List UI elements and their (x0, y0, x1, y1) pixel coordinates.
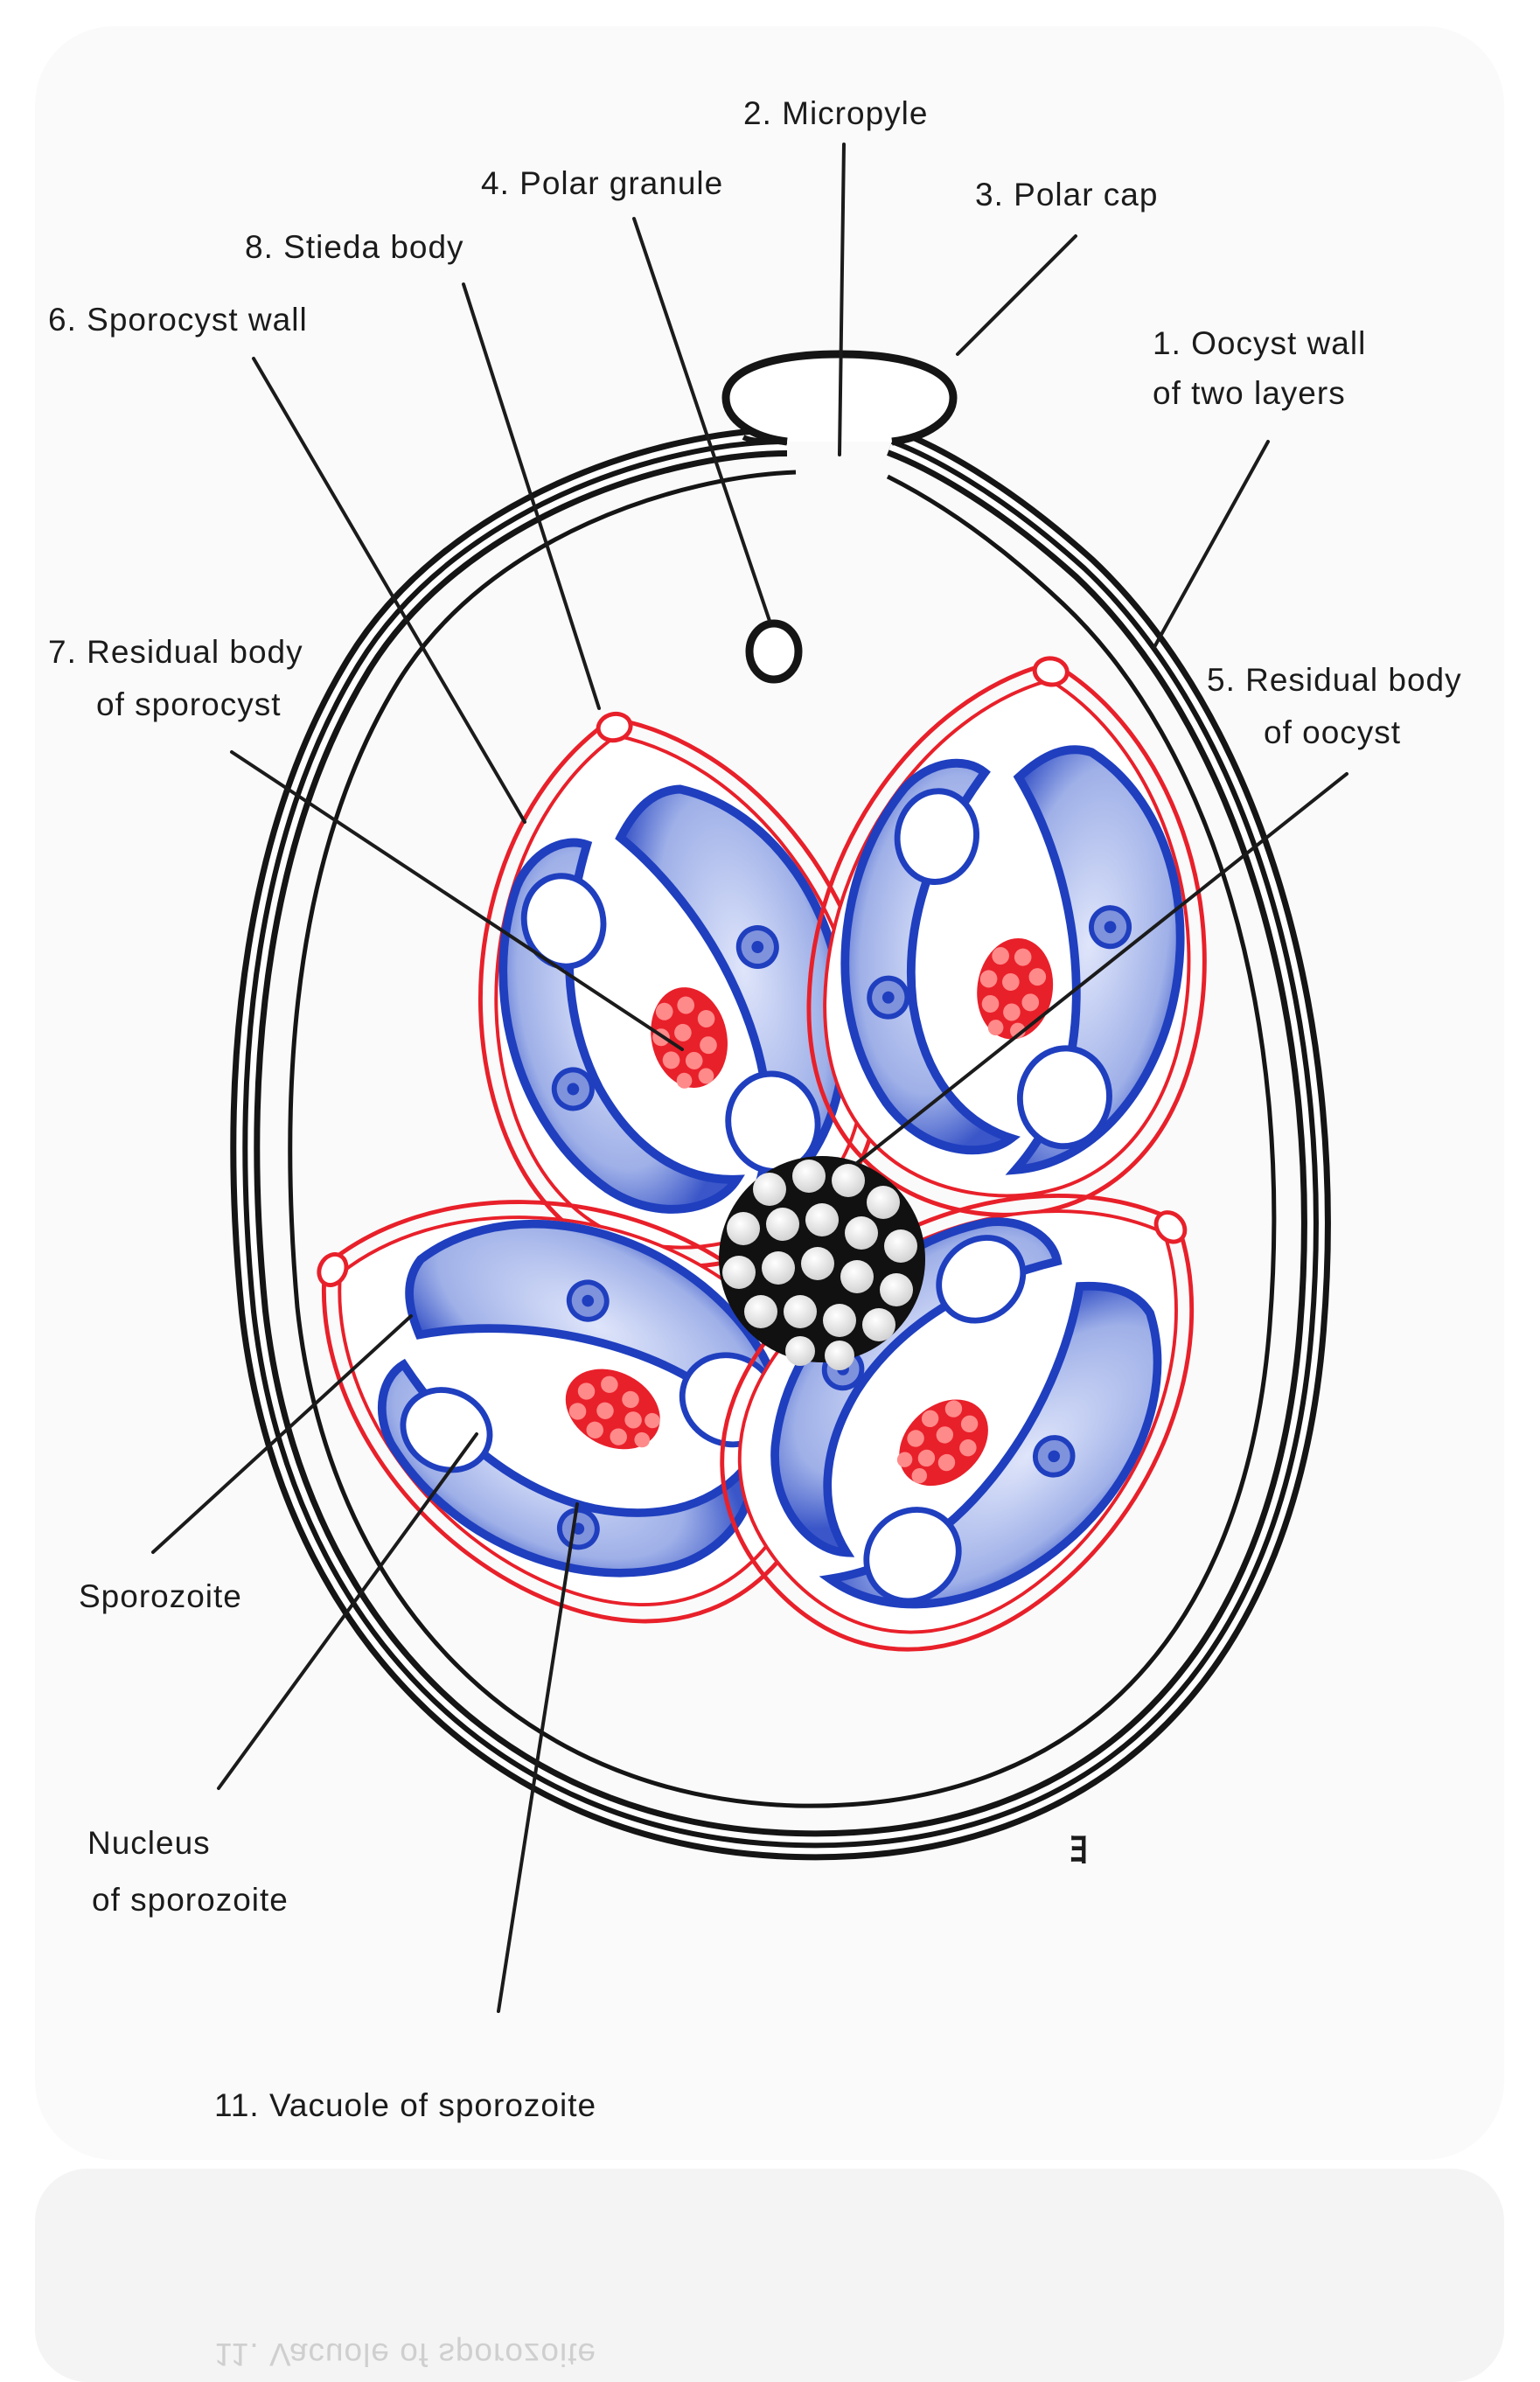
reflection-text: 11. Vacuole of sporozoite (214, 2337, 596, 2372)
label-micropyle: 2. Micropyle (743, 95, 928, 131)
label-residual-sporocyst-line2: of sporocyst (96, 686, 281, 722)
label-polar-cap: 3. Polar cap (975, 177, 1158, 212)
label-residual-oocyst-line2: of oocyst (1264, 714, 1401, 750)
label-nucleus-line1: Nucleus (87, 1825, 211, 1861)
label-stieda-body: 8. Stieda body (245, 229, 464, 265)
label-residual-oocyst-line1: 5. Residual body (1207, 662, 1462, 698)
label-residual-sporocyst-line1: 7. Residual body (48, 634, 303, 670)
label-sporozoite: Sporozoite (79, 1578, 242, 1614)
label-nucleus-line2: of sporozoite (92, 1882, 289, 1918)
label-polar-granule: 4. Polar granule (481, 165, 723, 201)
label-vacuole: 11. Vacuole of sporozoite (214, 2087, 596, 2123)
label-sporocyst-wall: 6. Sporocyst wall (48, 302, 308, 338)
label-oocyst-wall-line1: 1. Oocyst wall (1153, 325, 1366, 361)
polar-granule (749, 623, 798, 679)
label-oocyst-wall-line2: of two layers (1153, 375, 1346, 411)
artist-mark: ﾖ (1069, 1828, 1089, 1871)
